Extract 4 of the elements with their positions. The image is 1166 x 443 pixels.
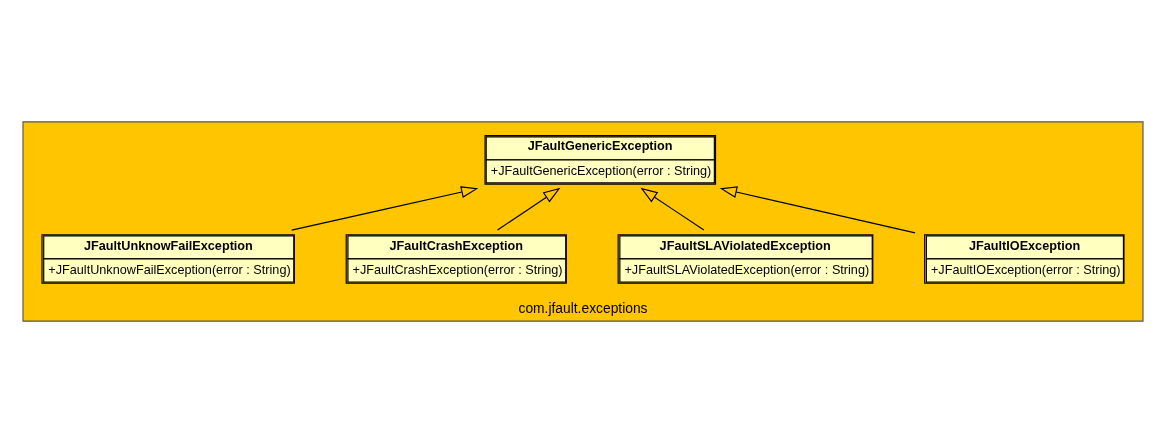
arrow: [291, 186, 479, 231]
arrow: [719, 186, 916, 234]
arrow: [496, 187, 561, 231]
arrow: [640, 187, 705, 231]
